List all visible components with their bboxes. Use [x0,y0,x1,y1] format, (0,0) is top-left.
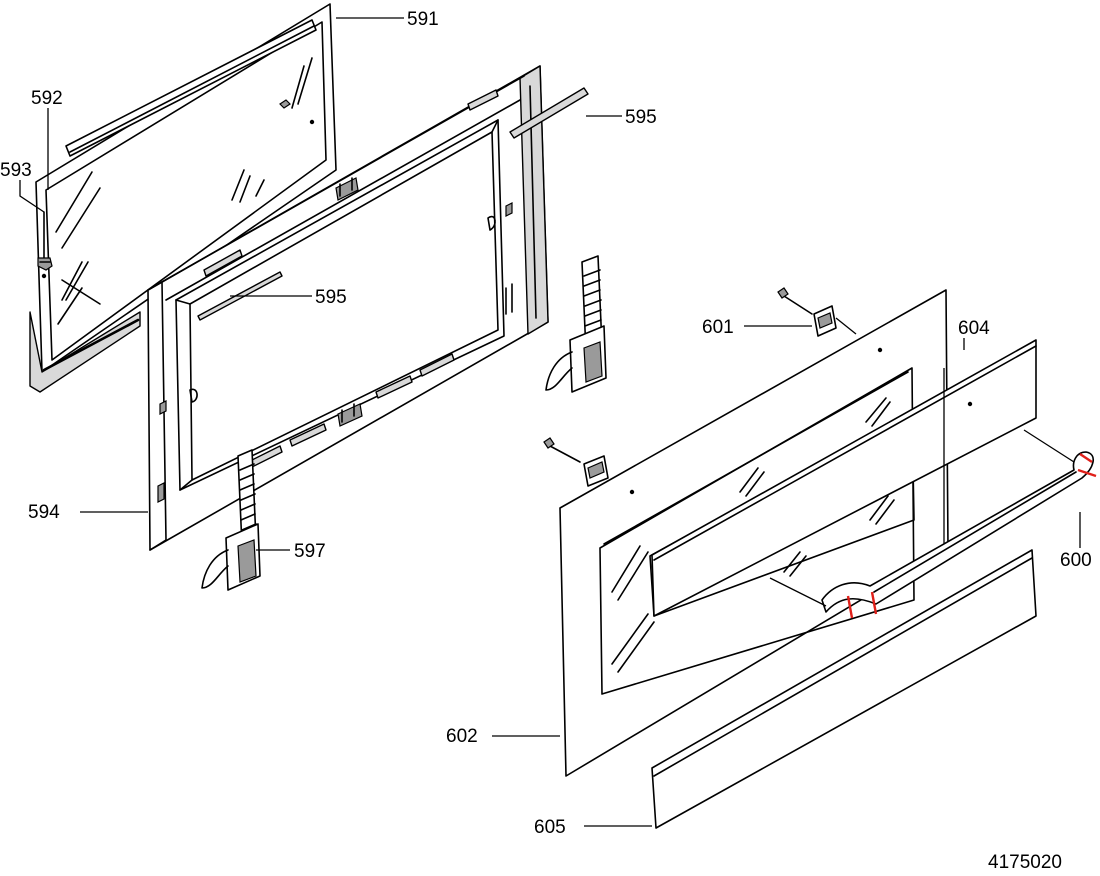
part-595-gasket-strip [509,87,589,139]
label-593: 593 [0,160,32,181]
label-591: 591 [407,9,439,30]
label-597: 597 [294,541,326,562]
label-601: 601 [702,317,734,338]
document-number: 4175020 [988,852,1062,873]
part-604-trim-strip [651,339,1037,617]
label-602: 602 [446,726,478,747]
part-597-hinge-left [201,449,261,591]
part-591-592-inner-glass-panel [29,3,337,393]
part-593-screw [37,211,53,271]
part-601-clip-top [777,287,857,337]
label-595-inner: 595 [315,287,347,308]
label-595-upper: 595 [625,107,657,128]
part-labels: 591 592 593 594 595 595 597 600 601 602 … [0,9,1092,873]
part-597-hinge-right [545,255,607,393]
part-600-handle [769,429,1097,619]
label-605: 605 [534,817,566,838]
part-601-clip-bottom [543,437,609,487]
part-605-bottom-trim [651,549,1037,829]
leader-lines [19,17,1081,827]
label-600: 600 [1060,550,1092,571]
label-594: 594 [28,502,60,523]
label-604: 604 [958,318,990,339]
label-592: 592 [31,88,63,109]
